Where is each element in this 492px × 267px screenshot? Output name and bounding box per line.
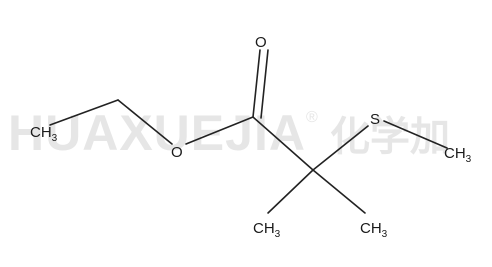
bond-carbonyl-double-b: [260, 49, 269, 119]
bond-o-carbonyl: [185, 116, 254, 145]
bond-carbonyl-quaternary: [252, 116, 314, 171]
watermark-latin: HUAXUEJIA: [8, 105, 306, 161]
atom-sulfur: S: [370, 111, 380, 128]
watermark: HUAXUEJIA ® 化学加: [8, 105, 450, 161]
bond-ch2-o: [117, 99, 173, 145]
atom-s-methyl: CH3: [444, 145, 472, 165]
bond-quaternary-s: [312, 125, 369, 171]
bond-quaternary-methyl-right: [312, 169, 366, 214]
atom-labels: CH3 O O S CH3 CH3 CH3: [30, 34, 472, 240]
atom-carbonyl-oxygen: O: [255, 34, 267, 51]
bonds: [49, 49, 448, 214]
watermark-chinese: 化学加: [330, 114, 450, 160]
bond-s-ch3: [383, 120, 448, 149]
atom-ethyl-ch3: CH3: [30, 124, 58, 144]
atom-methyl-left: CH3: [253, 220, 281, 240]
bond-ch3-ch2: [49, 99, 119, 126]
bond-quaternary-methyl-left: [267, 169, 314, 214]
atom-ester-oxygen: O: [171, 144, 183, 161]
atom-methyl-right: CH3: [360, 220, 388, 240]
bond-carbonyl-double-a: [252, 49, 261, 118]
watermark-registered: ®: [306, 109, 318, 126]
